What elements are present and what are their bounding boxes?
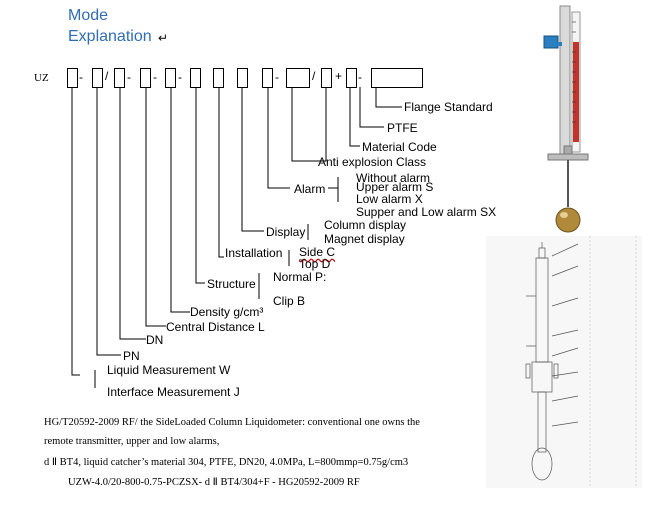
label-side-c: Side C	[299, 245, 336, 259]
code-box-10	[286, 68, 310, 88]
code-prefix: UZ	[34, 72, 49, 84]
note-line-1: HG/T20592-2009 RF/ the SideLoaded Column…	[44, 417, 420, 428]
heading-explanation: Explanation	[68, 28, 152, 45]
heading-mode: Mode	[68, 7, 109, 24]
label-dn: DN	[146, 333, 164, 347]
label-normal-p: Normal P:	[273, 270, 327, 284]
label-top-d: Top D	[299, 257, 331, 271]
note-example: UZW-4.0/20-800-0.75-PCZSX- d Ⅱ BT4/304+F…	[68, 477, 360, 488]
label-anti-explosion: Anti explosion Class	[318, 155, 427, 169]
code-box-13	[371, 68, 423, 88]
note-line-2: remote transmitter, upper and low alarms…	[44, 436, 220, 447]
label-material-code: Material Code	[362, 140, 437, 154]
label-alarm: Alarm	[294, 182, 326, 196]
label-central-distance: Central Distance L	[166, 320, 265, 334]
label-ptfe: PTFE	[387, 121, 418, 135]
label-column-display: Column display	[324, 218, 407, 232]
label-low-alarm: Low alarm X	[356, 192, 423, 206]
liquidometer-photo	[530, 2, 620, 234]
label-installation: Installation	[225, 246, 283, 260]
label-interface-measurement: Interface Measurement J	[107, 385, 240, 399]
technical-drawing	[486, 236, 642, 488]
label-display: Display	[266, 225, 306, 239]
label-density: Density g/cm³	[190, 305, 264, 319]
label-without-alarm: Without alarm	[356, 171, 431, 185]
label-structure: Structure	[207, 277, 256, 291]
label-clip-b: Clip B	[273, 294, 306, 308]
label-flange-standard: Flange Standard	[404, 100, 493, 114]
label-magnet-display: Magnet display	[324, 232, 405, 246]
label-pn: PN	[123, 349, 140, 363]
note-line-3: d Ⅱ BT4, liquid catcher’s material 304, …	[44, 457, 409, 468]
label-liquid-measurement: Liquid Measurement W	[107, 363, 231, 377]
label-upper-alarm: Upper alarm S	[356, 180, 434, 194]
code-box-12	[346, 68, 357, 88]
return-mark: ↵	[158, 31, 169, 45]
label-supper-low-alarm: Supper and Low alarm SX	[356, 205, 497, 219]
